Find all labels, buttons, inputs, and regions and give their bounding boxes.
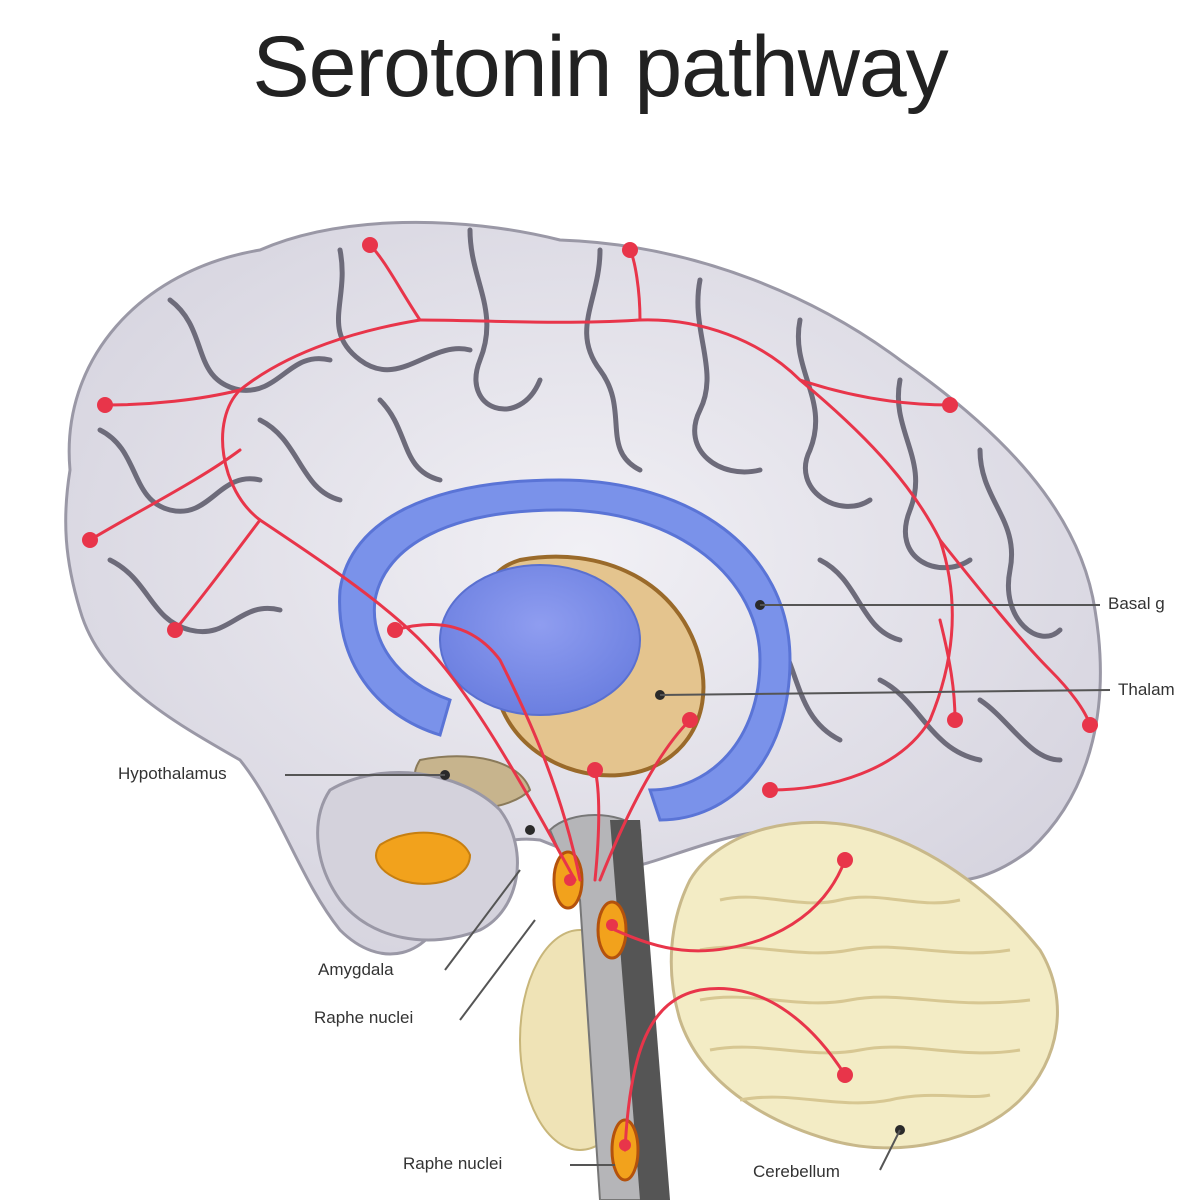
label-hypothalamus: Hypothalamus — [118, 764, 227, 783]
cerebellum — [669, 820, 1059, 1150]
label-thalamus: Thalam — [1118, 680, 1175, 699]
cerebellum-folia — [699, 895, 1031, 1105]
diagram-title: Serotonin pathway — [252, 19, 948, 115]
label-raphe-nuclei-lower: Raphe nuclei — [403, 1154, 503, 1173]
amygdala — [375, 831, 472, 885]
label-basal-ganglia: Basal g — [1108, 594, 1165, 613]
leader-lines — [285, 604, 1111, 1171]
corpus-callosum — [338, 478, 792, 822]
sulci — [97, 227, 1063, 763]
label-amygdala: Amygdala — [318, 960, 394, 979]
label-cerebellum: Cerebellum — [753, 1162, 840, 1181]
pathway-terminals — [82, 237, 1098, 1083]
lateral-ventricle — [439, 564, 641, 716]
label-raphe-nuclei-upper: Raphe nuclei — [314, 1008, 414, 1027]
raphe-nuclei-upper — [552, 850, 628, 960]
